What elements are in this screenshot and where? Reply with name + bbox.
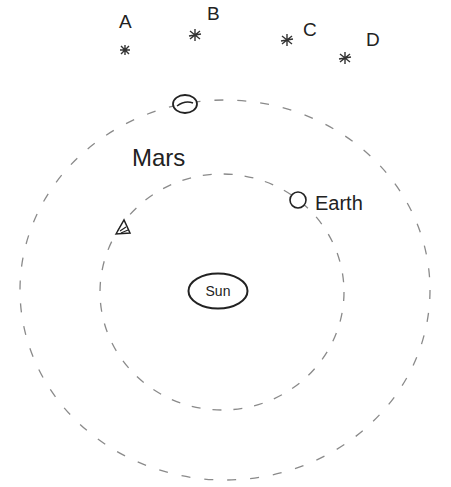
sun-circle: Sun: [187, 272, 249, 310]
mars-orbit: [20, 100, 430, 480]
star-label: B: [205, 4, 222, 23]
star-label: D: [364, 30, 382, 49]
mars-planet: [173, 95, 197, 113]
earth-planet: [290, 192, 306, 208]
spacecraft-symbol: [116, 220, 130, 234]
earth-orbit: [100, 174, 344, 410]
star-label: C: [301, 20, 319, 39]
node-text: Sun: [206, 284, 231, 298]
planet-label: Earth: [313, 193, 365, 213]
star-label: A: [117, 12, 134, 31]
planet-label: Mars: [130, 146, 187, 170]
